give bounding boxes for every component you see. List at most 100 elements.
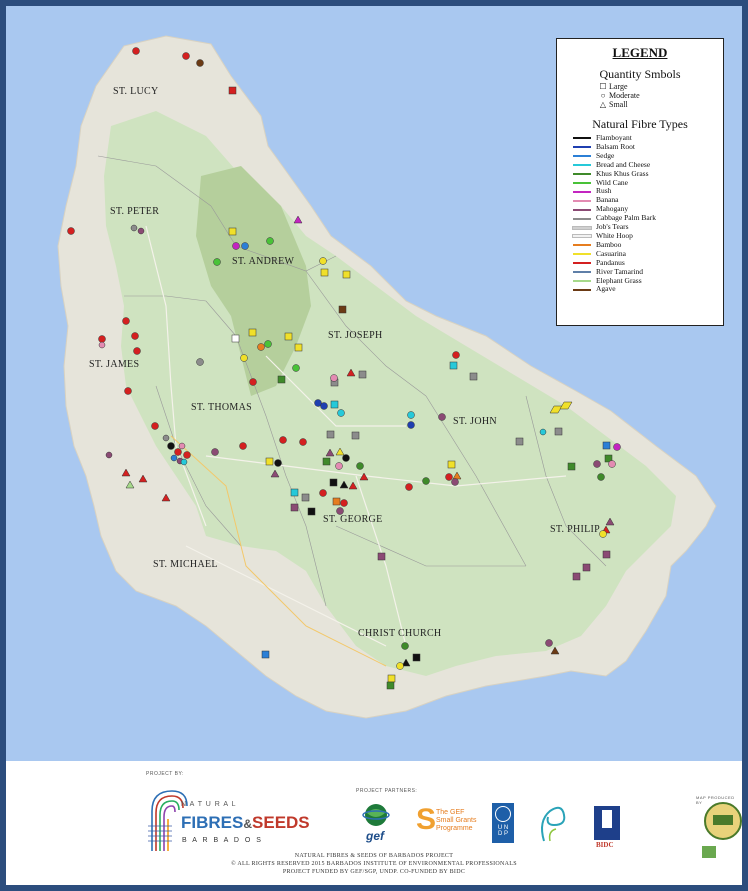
marker-triangle [550, 646, 560, 655]
logo-barbados-text: B A R B A D O S [182, 837, 263, 844]
marker-circle [320, 402, 328, 410]
un-emblem-icon [495, 806, 511, 822]
marker-circle [292, 364, 300, 372]
marker-square [330, 400, 339, 409]
marker-circle [299, 438, 307, 446]
marker-circle [336, 507, 344, 515]
marker-triangle [605, 517, 615, 526]
marker-circle [180, 458, 188, 466]
marker-square [604, 454, 613, 463]
marker-circle [451, 478, 459, 486]
marker-square [329, 478, 338, 487]
legend-fibre-item: Casuarina [557, 249, 723, 259]
marker-triangle [138, 474, 148, 483]
legend-fibre-label: Cabbage Palm Bark [596, 213, 656, 223]
parish-label-st-lucy: ST. LUCY [113, 86, 159, 97]
marker-circle [196, 59, 204, 67]
parish-label-st-james: ST. JAMES [89, 359, 140, 370]
logo-seeds-text: SEEDS [252, 813, 310, 832]
legend-fibre-label: Banana [596, 195, 619, 205]
legend-quantity-item: ☐ Large [557, 82, 723, 91]
marker-circle [264, 340, 272, 348]
marker-circle [319, 257, 327, 265]
marker-triangle [270, 469, 280, 478]
biep-seal-icon [702, 802, 742, 858]
legend-fibre-item: Khus Khus Grass [557, 169, 723, 179]
legend-fibre-label: Bamboo [596, 239, 622, 249]
marker-circle [401, 642, 409, 650]
marker-circle [182, 52, 190, 60]
parish-label-st-peter: ST. PETER [110, 206, 160, 217]
legend-fibre-title: Natural Fibre Types [592, 117, 688, 131]
bidc-emblem-icon [602, 810, 612, 828]
marker-circle [239, 442, 247, 450]
swirl-logo-icon [541, 806, 566, 842]
marker-circle [178, 442, 186, 450]
legend-fibre-label: Rush [596, 186, 612, 196]
marker-square [567, 462, 576, 471]
marker-square [515, 437, 524, 446]
map-produced-by-label: MAP PRODUCED BY [696, 795, 735, 805]
marker-circle [452, 351, 460, 359]
marker-circle [162, 434, 170, 442]
marker-circle [170, 454, 178, 462]
legend-fibre-label: Job's Tears [596, 222, 629, 232]
legend-fibre-item: Elephant Grass [557, 276, 723, 286]
marker-circle [183, 451, 191, 459]
marker-triangle [359, 472, 369, 481]
legend-fibre-item: Mahogany [557, 204, 723, 214]
parish-label-st-joseph: ST. JOSEPH [328, 330, 383, 341]
legend-fibre-item: White Hoop [557, 231, 723, 241]
markers [67, 47, 621, 690]
legend-line-swatch [573, 190, 591, 193]
marker-square [261, 650, 270, 659]
marker-circle [613, 443, 621, 451]
legend-line-swatch [573, 253, 591, 256]
marker-triangle [339, 480, 349, 489]
marker-circle [342, 454, 350, 462]
marker-triangle [549, 405, 563, 414]
legend-line-swatch [572, 225, 592, 230]
marker-square [248, 328, 257, 337]
highways [170, 435, 387, 667]
marker-circle [257, 343, 265, 351]
marker-square [412, 653, 421, 662]
undp-logo-icon: U N D P [492, 803, 514, 843]
legend-line-swatch [573, 262, 591, 265]
marker-square [351, 431, 360, 440]
parish-label-st-thomas: ST. THOMAS [191, 402, 252, 413]
legend-fibre-item: Balsam Root [557, 142, 723, 152]
bidc-text: BIDC [596, 841, 614, 849]
marker-square [290, 503, 299, 512]
marker-circle [211, 448, 219, 456]
legend-line-swatch [573, 137, 591, 140]
legend-fibre-item: Banana [557, 195, 723, 205]
legend-fibre-item: Sedge [557, 151, 723, 161]
marker-circle [122, 317, 130, 325]
marker-circle [330, 374, 338, 382]
marker-circle [422, 477, 430, 485]
marker-square [228, 86, 237, 95]
legend-quantity-label: Small [609, 100, 628, 109]
legend-fibre-item: Bamboo [557, 239, 723, 250]
map-frame: ST. LUCY ST. PETER ST. ANDREW ST. JOSEPH… [6, 6, 742, 885]
marker-square [320, 268, 329, 277]
sgp-text-line: Programme [436, 825, 473, 832]
marker-square [387, 674, 396, 683]
marker-circle [98, 341, 106, 349]
marker-circle [240, 354, 248, 362]
marker-square [228, 227, 237, 236]
marker-triangle [121, 468, 131, 477]
legend-line-swatch [573, 208, 591, 211]
marker-circle [438, 413, 446, 421]
marker-circle [593, 460, 601, 468]
gef-text: gef [366, 829, 384, 843]
marker-circle [167, 442, 175, 450]
legend-fibre-label: Bread and Cheese [596, 159, 651, 169]
marker-triangle [335, 447, 345, 456]
legend-fibre-item: Pandanus [557, 258, 723, 268]
triangle-icon: △ [599, 100, 607, 109]
marker-circle [445, 473, 453, 481]
marker-circle [105, 451, 113, 459]
credits-banner: PROJECT BY: PROJECT PARTNERS: MAP PRODUC… [6, 761, 742, 885]
